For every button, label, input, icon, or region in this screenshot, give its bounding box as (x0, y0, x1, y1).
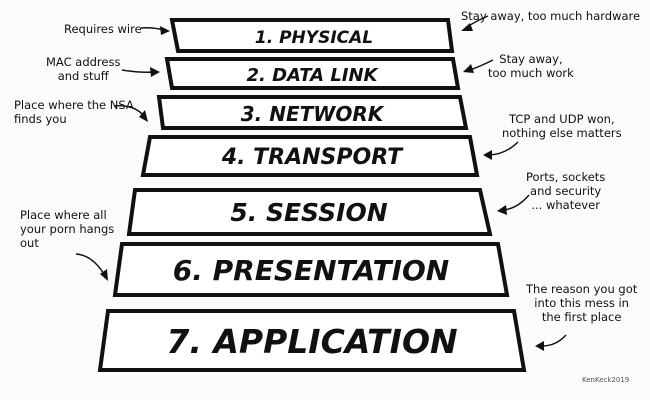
note-line: TCP and UDP won, (509, 112, 615, 126)
layer-4-transport: 4. TRANSPORT (140, 135, 480, 177)
layer-label: 6. PRESENTATION (173, 254, 449, 287)
arrow-tcp-udp (483, 141, 519, 160)
layer-7-application: 7. APPLICATION (97, 309, 527, 372)
layer-3-network: 3. NETWORK (156, 95, 469, 130)
note-line: Place where all (20, 208, 107, 222)
layer-5-session: 5. SESSION (126, 188, 493, 236)
note-reason: The reason you got into this mess in the… (526, 282, 637, 324)
note-line: out (20, 236, 39, 250)
note-line: The reason you got (526, 282, 638, 296)
note-line: Requires wire (64, 22, 142, 36)
note-line: MAC address (46, 55, 121, 69)
note-line: and security (530, 184, 602, 198)
note-hardware: Stay away, too much hardware (461, 9, 640, 23)
note-requires-wire: Requires wire (64, 22, 142, 36)
note-line: finds you (14, 112, 67, 126)
arrow-too-much-work (463, 59, 494, 73)
note-line: Stay away, (499, 52, 563, 66)
note-line: Place where the NSA (14, 98, 134, 112)
layer-label: 1. PHYSICAL (255, 28, 373, 48)
note-line: too much work (488, 66, 574, 80)
layer-label: 4. TRANSPORT (221, 145, 404, 170)
signature: KenKeck2019 (582, 376, 630, 384)
arrow-hardware (461, 15, 489, 31)
arrow-ports (497, 194, 530, 215)
note-line: Ports, sockets (526, 170, 606, 184)
arrow-reason (535, 334, 567, 351)
arrow-nsa (113, 105, 148, 122)
note-nsa: Place where the NSA finds you (14, 98, 134, 126)
note-ports: Ports, sockets and security ... whatever (526, 170, 605, 212)
note-mac-address: MAC address and stuff (46, 55, 120, 83)
layer-label: 3. NETWORK (241, 102, 385, 126)
layer-2-data-link: 2. DATA LINK (164, 57, 461, 90)
layer-label: 2. DATA LINK (246, 65, 379, 86)
layer-1-physical: 1. PHYSICAL (169, 18, 455, 53)
note-line: the first place (541, 310, 622, 324)
note-tcp-udp: TCP and UDP won, nothing else matters (502, 112, 622, 140)
note-porn: Place where all your porn hangs out (20, 208, 114, 250)
note-line: nothing else matters (502, 126, 622, 140)
arrow-mac-address (121, 67, 160, 77)
note-line: Stay away, too much hardware (461, 9, 641, 23)
note-line: ... whatever (531, 198, 600, 212)
note-line: your porn hangs (20, 222, 115, 236)
note-too-much-work: Stay away, too much work (488, 52, 574, 80)
layer-6-presentation: 6. PRESENTATION (112, 242, 510, 297)
note-line: into this mess in (534, 296, 629, 310)
layer-label: 7. APPLICATION (166, 322, 457, 361)
layer-label: 5. SESSION (230, 198, 387, 227)
arrow-requires-wire (140, 26, 170, 35)
arrow-porn (75, 253, 108, 281)
note-line: and stuff (57, 69, 109, 83)
